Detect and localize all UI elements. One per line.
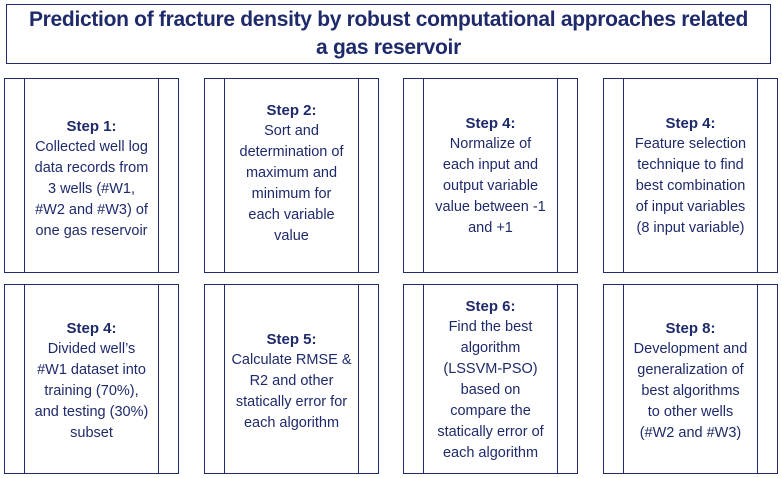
box-divider-right xyxy=(757,79,758,272)
step-text-line: Calculate RMSE & xyxy=(231,352,352,368)
step-text-line: one gas reservoir xyxy=(35,223,148,239)
step-text-line: Development and xyxy=(633,340,748,357)
step-text-line: each algorithm xyxy=(243,415,340,431)
step-heading: Step 5: xyxy=(266,331,317,348)
box-divider-left xyxy=(24,79,25,272)
step-text-line: each variable xyxy=(248,207,335,223)
step-heading: Step 1: xyxy=(66,118,117,135)
step-heading: Step 4: xyxy=(465,115,516,132)
step-text-line: to other wells xyxy=(647,403,734,420)
box-divider-right xyxy=(557,285,558,473)
step-text-line: output variable xyxy=(442,178,539,194)
box-divider-left xyxy=(623,79,624,272)
step-box-3: Step 4: Normalize of each input and outp… xyxy=(403,78,578,273)
step-text-line: Feature selection xyxy=(634,136,747,152)
step-text-line: Normalize of xyxy=(449,136,532,152)
step-text-line: training (70%), xyxy=(44,382,139,399)
step-box-5: Step 4: Divided well’s #W1 dataset into … xyxy=(4,284,179,474)
step-heading: Step 4: xyxy=(66,319,117,337)
box-divider-right xyxy=(158,79,159,272)
step-box-8: Step 8: Development and generalization o… xyxy=(603,284,778,474)
step-heading: Step 8: xyxy=(665,319,716,337)
step-box-6: Step 5: Calculate RMSE & R2 and other st… xyxy=(204,284,379,474)
box-divider-right xyxy=(358,79,359,272)
step-text-line: compare the xyxy=(450,402,531,419)
box-divider-left xyxy=(423,285,424,473)
step-text-line: determination of xyxy=(239,144,344,160)
step-text-line: minimum for xyxy=(251,186,332,202)
step-text-line: #W2 and #W3) of xyxy=(35,202,148,218)
step-text-line: best algorithms xyxy=(641,382,740,399)
box-divider-right xyxy=(158,285,159,473)
box-divider-right xyxy=(757,285,758,473)
step-text-line: data records from xyxy=(34,160,149,176)
step-text-line: value between -1 xyxy=(435,199,546,215)
box-divider-left xyxy=(623,285,624,473)
step-text-line: best combination xyxy=(635,178,746,194)
step-heading: Step 2: xyxy=(266,102,317,119)
step-text-line: (8 input variable) xyxy=(636,220,745,236)
step-text-line: and testing (30%) xyxy=(34,403,149,420)
step-text-line: and +1 xyxy=(468,220,513,236)
step-text-line: Collected well log xyxy=(35,139,148,155)
step-box-7: Step 6: Find the best algorithm (LSSVM-P… xyxy=(403,284,578,474)
step-text-line: 3 wells (#W1, xyxy=(47,181,136,197)
step-box-1: Step 1: Collected well log data records … xyxy=(4,78,179,273)
step-text-line: R2 and other xyxy=(249,373,334,389)
step-text-line: of input variables xyxy=(635,199,746,215)
step-heading: Step 6: xyxy=(465,297,516,315)
box-divider-left xyxy=(224,79,225,272)
box-divider-left xyxy=(24,285,25,473)
step-text-line: Find the best xyxy=(448,318,533,335)
step-text-line: generalization of xyxy=(637,361,744,378)
step-heading: Step 4: xyxy=(665,115,716,132)
step-box-4: Step 4: Feature selection technique to f… xyxy=(603,78,778,273)
step-text-line: (#W2 and #W3) xyxy=(639,424,742,441)
step-text-line: subset xyxy=(70,424,113,441)
step-text-line: algorithm xyxy=(460,339,521,356)
step-box-2: Step 2: Sort and determination of maximu… xyxy=(204,78,379,273)
step-text-line: Divided well’s xyxy=(47,340,136,357)
step-text-line: Sort and xyxy=(264,123,319,139)
step-text-line: each input and xyxy=(442,157,539,173)
title-box: Prediction of fracture density by robust… xyxy=(6,4,771,64)
step-text-line: statically error of xyxy=(437,423,544,440)
box-divider-left xyxy=(224,285,225,473)
box-divider-right xyxy=(358,285,359,473)
step-text-line: #W1 dataset into xyxy=(37,361,146,378)
step-text-line: (LSSVM-PSO) xyxy=(443,360,538,377)
step-text-line: each algorithm xyxy=(442,444,539,461)
step-text-line: based on xyxy=(460,381,521,398)
step-text-line: statically error for xyxy=(235,394,348,410)
step-text-line: maximum and xyxy=(245,165,338,181)
box-divider-left xyxy=(423,79,424,272)
diagram-title: Prediction of fracture density by robust… xyxy=(28,8,749,59)
step-text-line: value xyxy=(274,228,309,244)
step-text-line: technique to find xyxy=(637,157,744,173)
box-divider-right xyxy=(557,79,558,272)
